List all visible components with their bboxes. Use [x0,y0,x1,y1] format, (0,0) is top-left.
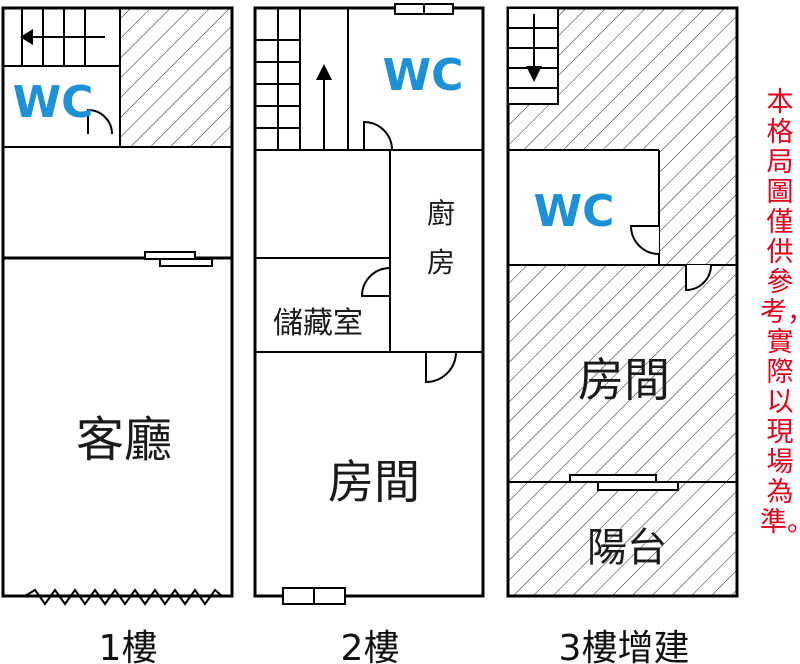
floor-2-stairs-arrow-icon [316,64,332,80]
floor-3-wc-label: WC [534,186,615,237]
floor-1-wc-label: WC [13,77,94,128]
floor-2-storage-door-icon [360,267,391,297]
floor-3-hatched-area [659,150,737,265]
floor-1-plan: WC 客廳 [1,6,234,606]
floor-2-plan: WC 廚 房 儲藏室 房間 [253,3,485,605]
floor-3-wc-door-icon [629,225,660,255]
floor-2-bedroom-door-icon [425,351,457,384]
floor-3-caption: 3樓增建 [559,628,690,664]
floor-2-caption: 2樓 [341,628,400,664]
floor-2-wc-label: WC [383,50,464,101]
floor-1-living-room-label: 客廳 [76,412,172,468]
floor-2-bedroom-label: 房間 [328,455,420,509]
floor-3-hatched-area [508,265,737,596]
floor-2-window-bottom [282,587,346,605]
floor-2-wc-door-icon [363,120,393,151]
floor-1-caption: 1樓 [99,628,158,664]
floor-3-bedroom-door-icon [685,264,712,292]
floor-3-balcony-label: 陽台 [587,525,667,571]
floor-2-storage-label: 儲藏室 [273,306,363,341]
floor-2-window-top [394,3,454,15]
floor-1-window [144,251,213,267]
disclaimer-note: 本格局圖僅供參考，實際以現場為準。 [760,87,800,538]
floor-3-plan: WC 房間 陽台 [506,6,739,598]
floor-1-entrance-zigzag [24,588,223,606]
floor-3-bedroom-label: 房間 [578,353,670,407]
floor-2-kitchen-label-line1: 廚 [427,197,455,230]
floor-3-stairs [507,7,559,105]
floor-2-kitchen-label-line2: 房 [427,246,455,279]
floor-1-stairs-arrow-icon [20,29,33,45]
floor-3-stairs-arrow-icon [526,66,542,82]
floor-2-outline [253,6,485,598]
floor-3-wc-floor [508,150,659,265]
floor-2-stairs [255,8,325,150]
floor-1-hatched-area [120,8,232,147]
floor-1-wc-door-icon [87,108,113,135]
floor-3-outline [506,6,739,598]
floor-3-balcony-window [569,474,679,491]
